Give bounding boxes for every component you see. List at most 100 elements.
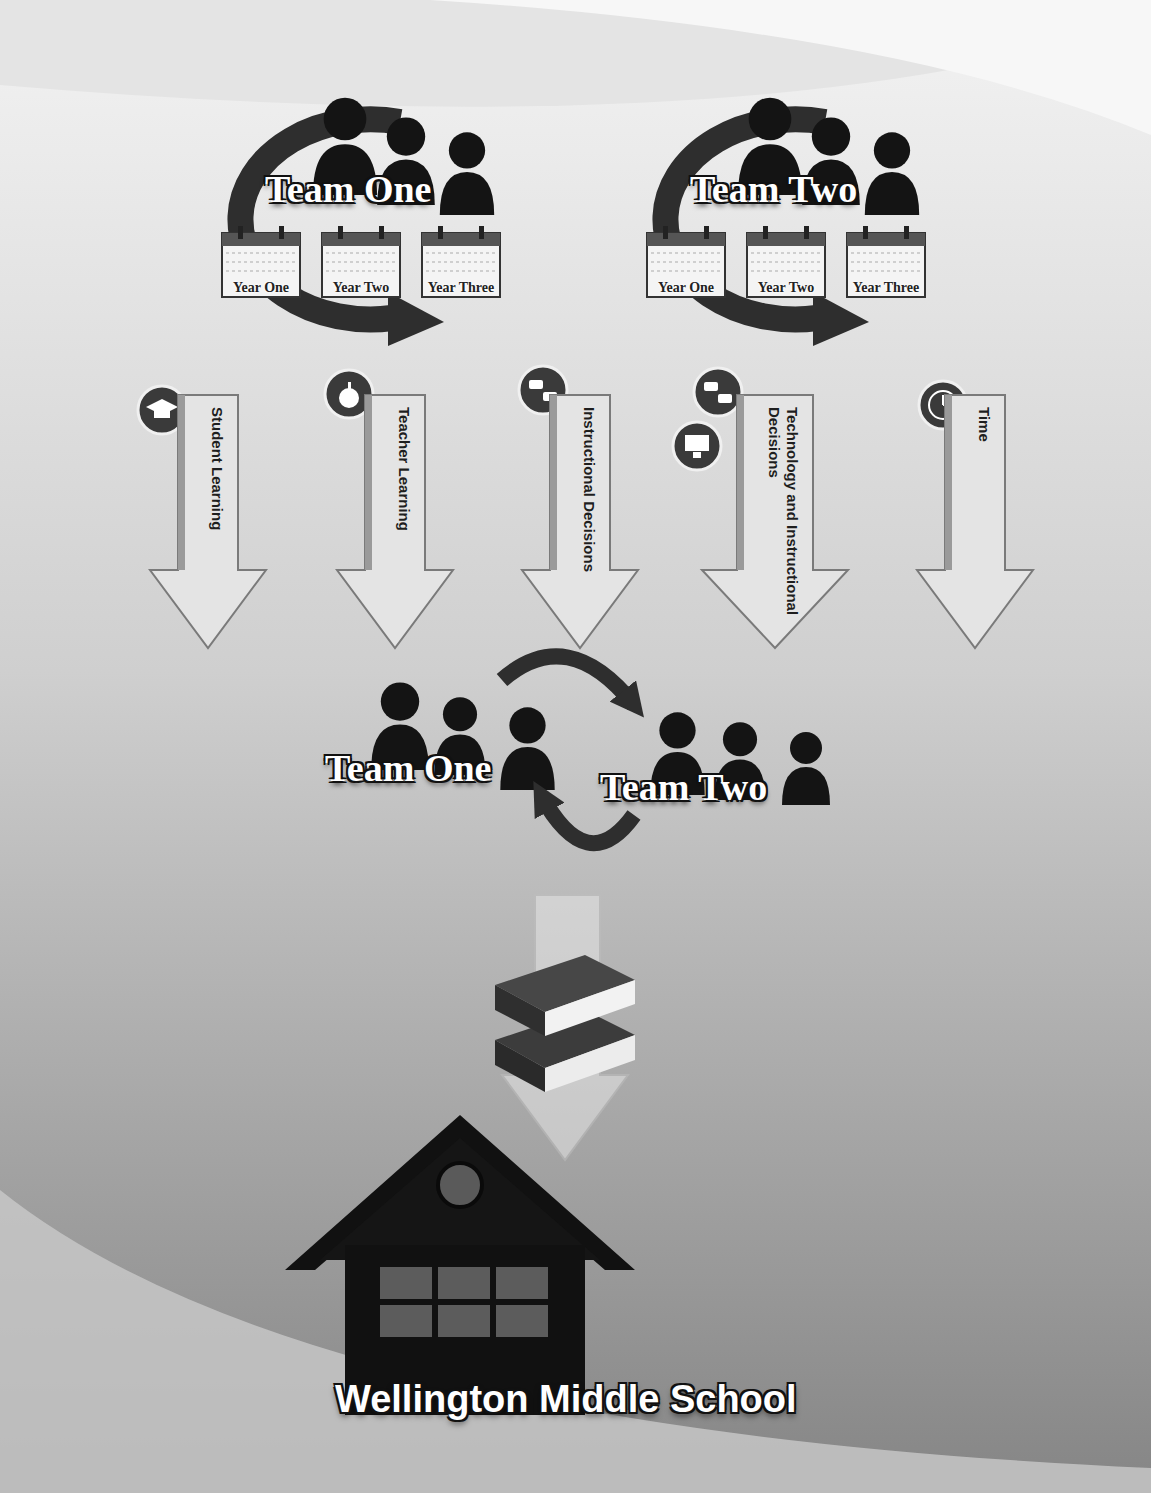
arrow-shade xyxy=(945,395,952,570)
calendar-grid xyxy=(651,262,721,263)
calendar-grid xyxy=(751,262,821,263)
year-calendar: Year Three xyxy=(420,225,502,299)
calendar-grid xyxy=(426,262,496,263)
arrow-body xyxy=(917,395,1033,648)
calendar-page xyxy=(747,233,825,297)
calendar-page xyxy=(422,233,500,297)
team-name: Team One xyxy=(265,167,431,211)
team-group: Team One xyxy=(320,680,580,795)
arrow-outline xyxy=(915,395,1035,650)
calendar-grid xyxy=(651,271,721,272)
factor-label: Instructional Decisions xyxy=(558,407,598,622)
calendar-grid xyxy=(751,271,821,272)
factor-label: Technology and Instructional Decisions xyxy=(745,407,801,622)
team-name: Team Two xyxy=(690,167,857,211)
cycle-arrow-head xyxy=(388,292,444,346)
arrow-shade xyxy=(178,395,185,570)
calendar-grid xyxy=(851,262,921,263)
team-group: Team OneYear One Year Two Year Three xyxy=(215,165,525,305)
arrow-shade xyxy=(365,395,372,570)
calendar-ring xyxy=(479,226,484,239)
factor-arrow: Technology and Instructional Decisions xyxy=(700,395,850,650)
school-bell xyxy=(438,1163,482,1207)
year-calendar: Year Three xyxy=(845,225,927,299)
calendar-ring xyxy=(438,226,443,239)
calendar-header xyxy=(422,233,500,246)
calendar-grid xyxy=(226,271,296,272)
arrow-body xyxy=(522,395,638,648)
year-label: Year Three xyxy=(422,280,500,295)
year-calendar: Year One xyxy=(645,225,727,299)
arrow-shade xyxy=(550,395,557,570)
cycle-connector xyxy=(502,656,634,705)
calendar-header xyxy=(322,233,400,246)
calendar-grid xyxy=(226,262,296,263)
calendar-grid xyxy=(326,262,396,263)
books-icon xyxy=(495,955,635,1092)
school-window xyxy=(496,1305,548,1337)
arrow-outline xyxy=(335,395,455,650)
calendar-grid xyxy=(326,271,396,272)
school-window xyxy=(438,1305,490,1337)
year-label: Year One xyxy=(222,280,300,295)
school-window xyxy=(380,1267,432,1299)
calendar-header xyxy=(222,233,300,246)
person-icon xyxy=(500,707,554,790)
school-window xyxy=(380,1305,432,1337)
year-label: Year One xyxy=(647,280,725,295)
team-group: Team Two xyxy=(595,705,855,815)
calendar-ring xyxy=(804,226,809,239)
calendar-grid xyxy=(851,271,921,272)
arrow-outline xyxy=(148,395,268,650)
calendar-grid xyxy=(651,253,721,254)
factor-arrow: Instructional Decisions xyxy=(520,395,640,650)
calendar-ring xyxy=(338,226,343,239)
calendar-header xyxy=(647,233,725,246)
school-window xyxy=(496,1267,548,1299)
calendar-grid xyxy=(426,253,496,254)
calendar-page xyxy=(847,233,925,297)
calendar-ring xyxy=(663,226,668,239)
arrow-body xyxy=(337,395,453,648)
factor-arrow: Teacher Learning xyxy=(335,395,455,650)
school-gable xyxy=(320,1138,600,1260)
calendar-ring xyxy=(904,226,909,239)
calendar-page xyxy=(322,233,400,297)
year-calendar: Year Two xyxy=(320,225,402,299)
team-name: Team Two xyxy=(600,765,767,809)
person-icon xyxy=(440,132,494,215)
calendar-ring xyxy=(238,226,243,239)
year-calendar: Year Two xyxy=(745,225,827,299)
thumbs-icon xyxy=(694,368,742,416)
school-name: Wellington Middle School xyxy=(335,1378,797,1421)
factor-label: Time xyxy=(953,407,993,622)
arrow-shade xyxy=(737,395,744,570)
calendar-page xyxy=(647,233,725,297)
calendar-grid xyxy=(751,253,821,254)
person-icon xyxy=(865,132,919,215)
calendar-ring xyxy=(763,226,768,239)
factor-label: Teacher Learning xyxy=(373,407,413,622)
calendar-grid xyxy=(226,253,296,254)
cycle-arrow-head xyxy=(813,292,869,346)
team-group: Team TwoYear One Year TwoYear Three xyxy=(640,165,950,305)
calendar-ring xyxy=(379,226,384,239)
calendar-page xyxy=(222,233,300,297)
person-icon xyxy=(782,732,830,805)
calendar-header xyxy=(747,233,825,246)
team-name: Team One xyxy=(325,746,491,790)
computer-icon xyxy=(673,422,721,470)
factor-arrow: Time xyxy=(915,395,1035,650)
arrow-body xyxy=(702,395,848,648)
year-calendar: Year One xyxy=(220,225,302,299)
calendar-header xyxy=(847,233,925,246)
school-window xyxy=(438,1267,490,1299)
calendar-ring xyxy=(279,226,284,239)
arrow-outline xyxy=(520,395,640,650)
factor-arrow: Student Learning xyxy=(148,395,268,650)
calendar-ring xyxy=(704,226,709,239)
year-label: Year Two xyxy=(322,280,400,295)
arrow-body xyxy=(150,395,266,648)
